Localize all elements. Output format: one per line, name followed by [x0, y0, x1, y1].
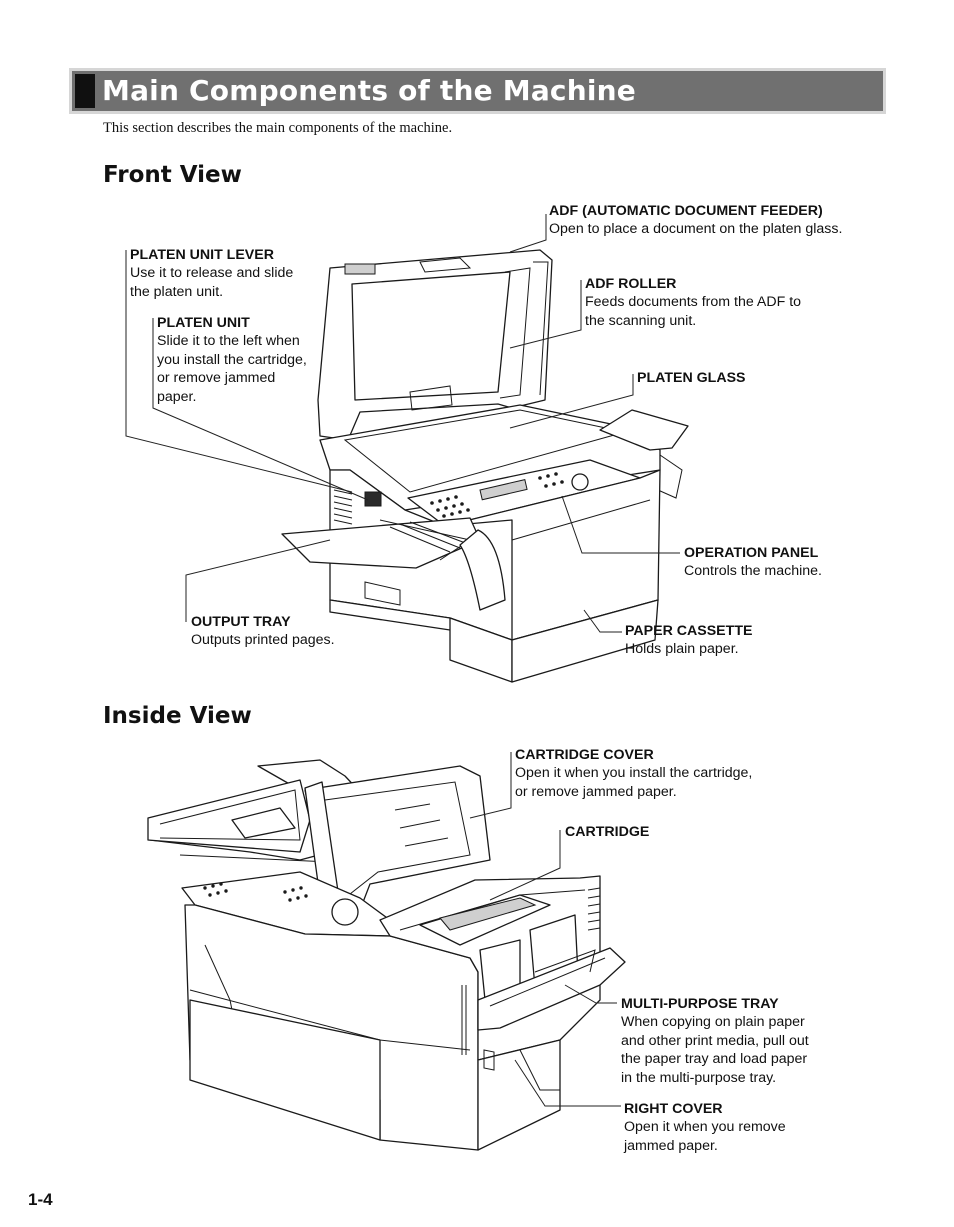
label-adf-roller-title: ADF ROLLER [585, 276, 677, 292]
label-cartridge: CARTRIDGE [565, 823, 649, 841]
intro-text: This section describes the main componen… [103, 120, 453, 136]
label-adf: ADF (AUTOMATIC DOCUMENT FEEDER) Open to … [549, 202, 842, 239]
label-cartridge-cover-title: CARTRIDGE COVER [515, 747, 654, 763]
label-adf-roller-desc: Feeds documents from the ADF to the scan… [585, 294, 802, 329]
label-platen-unit: PLATEN UNIT Slide it to the left when yo… [157, 314, 307, 406]
label-operation-panel: OPERATION PANEL Controls the machine. [684, 544, 822, 581]
inside-view-machine-illustration [147, 759, 626, 1151]
label-cartridge-cover: CARTRIDGE COVER Open it when you install… [515, 746, 752, 801]
label-paper-cassette-title: PAPER CASSETTE [625, 623, 753, 639]
title-marker-block [75, 74, 95, 108]
page-number: 1-4 [28, 1190, 53, 1209]
front-view-leader-lines [125, 214, 680, 633]
inside-view-leader-lines [469, 752, 621, 1107]
label-adf-roller: ADF ROLLER Feeds documents from the ADF … [585, 275, 801, 330]
label-operation-panel-title: OPERATION PANEL [684, 545, 819, 561]
title-bar: Main Components of the Machine [69, 68, 886, 114]
label-multi-purpose-tray-desc: When copying on plain paper and other pr… [621, 1014, 809, 1086]
label-multi-purpose-tray: MULTI-PURPOSE TRAY When copying on plain… [621, 995, 809, 1087]
label-platen-glass: PLATEN GLASS [637, 369, 746, 387]
label-multi-purpose-tray-title: MULTI-PURPOSE TRAY [621, 996, 779, 1012]
label-platen-unit-lever-desc: Use it to release and slide the platen u… [130, 265, 294, 300]
title-band: Main Components of the Machine [72, 71, 883, 111]
label-platen-unit-lever: PLATEN UNIT LEVER Use it to release and … [130, 246, 293, 301]
label-cartridge-title: CARTRIDGE [565, 824, 650, 840]
label-platen-unit-title: PLATEN UNIT [157, 315, 250, 331]
label-output-tray-title: OUTPUT TRAY [191, 614, 291, 630]
label-operation-panel-desc: Controls the machine. [684, 563, 823, 580]
label-platen-unit-lever-title: PLATEN UNIT LEVER [130, 247, 274, 263]
label-output-tray-desc: Outputs printed pages. [191, 632, 335, 649]
label-platen-unit-desc: Slide it to the left when you install th… [157, 333, 307, 405]
label-right-cover-title: RIGHT COVER [624, 1101, 723, 1117]
label-output-tray: OUTPUT TRAY Outputs printed pages. [191, 613, 335, 650]
label-adf-desc: Open to place a document on the platen g… [549, 221, 843, 238]
inside-view-heading: Inside View [103, 703, 252, 729]
label-right-cover-desc: Open it when you remove jammed paper. [624, 1119, 786, 1154]
label-cartridge-cover-desc: Open it when you install the cartridge, … [515, 765, 753, 800]
page-title: Main Components of the Machine [102, 74, 636, 107]
label-adf-title: ADF (AUTOMATIC DOCUMENT FEEDER) [549, 203, 823, 219]
label-paper-cassette-desc: Holds plain paper. [625, 641, 739, 658]
label-platen-glass-title: PLATEN GLASS [637, 370, 746, 386]
label-right-cover: RIGHT COVER Open it when you remove jamm… [624, 1100, 786, 1155]
label-paper-cassette: PAPER CASSETTE Holds plain paper. [625, 622, 752, 659]
front-view-machine-illustration [281, 249, 689, 683]
front-view-heading: Front View [103, 162, 242, 188]
